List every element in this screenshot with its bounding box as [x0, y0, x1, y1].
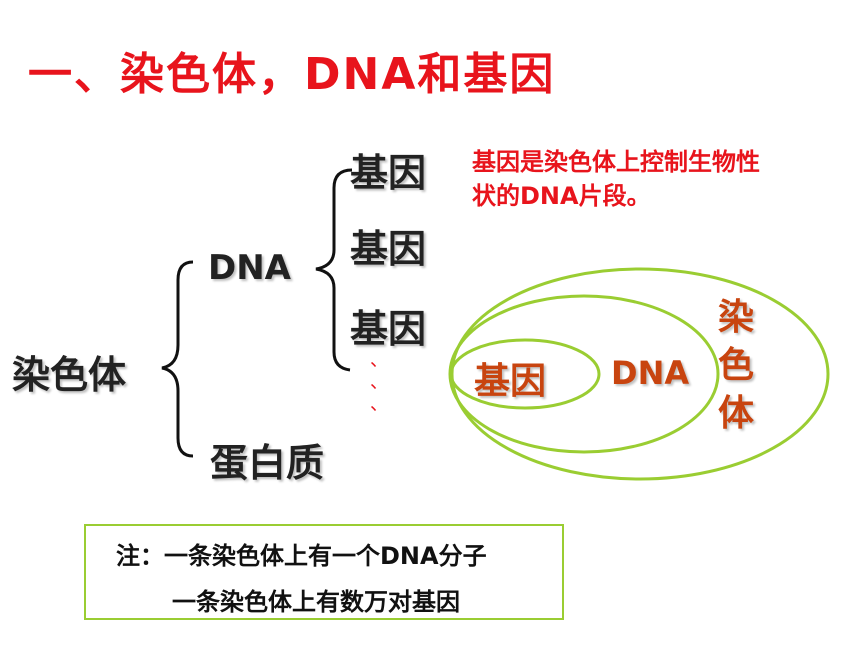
ellipsis-mark-3: 、 — [370, 394, 388, 415]
dna-ellipse — [448, 294, 720, 454]
note-line-1: 注：一条染色体上有一个DNA分子 — [116, 542, 487, 570]
gene-label-1: 基因 — [350, 151, 427, 195]
page-title: 一、染色体，DNA和基因 — [28, 49, 556, 100]
gene-definition-line-1: 基因是染色体上控制生物性 — [472, 148, 760, 176]
gene-label-2: 基因 — [350, 227, 427, 271]
ellipsis-marks: 、 、 、 — [370, 350, 388, 416]
ellipsis-mark-2: 、 — [370, 372, 388, 393]
note-line-2: 一条染色体上有数万对基因 — [172, 588, 460, 616]
branch-protein-label: 蛋白质 — [210, 441, 325, 485]
root-chromosome-label: 染色体 — [12, 353, 127, 397]
note-box: 注：一条染色体上有一个DNA分子 一条染色体上有数万对基因 — [84, 524, 564, 620]
root-brace — [161, 260, 194, 458]
chromosome-char-1: 染 — [718, 297, 755, 338]
ellipsis-mark-1: 、 — [370, 350, 388, 371]
nested-dna-label: DNA — [611, 354, 690, 392]
chromosome-char-2: 色 — [718, 345, 755, 386]
chromosome-ellipse — [450, 267, 830, 481]
nested-gene-label: 基因 — [474, 361, 547, 402]
nested-chromosome-label: 染 色 体 — [718, 294, 754, 438]
gene-definition: 基因是染色体上控制生物性 状的DNA片段。 — [472, 145, 760, 213]
branch-dna-label: DNA — [208, 248, 291, 288]
chromosome-char-3: 体 — [718, 393, 755, 434]
gene-definition-line-2: 状的DNA片段。 — [472, 182, 651, 210]
dna-brace — [315, 168, 353, 372]
gene-label-3: 基因 — [350, 307, 427, 351]
